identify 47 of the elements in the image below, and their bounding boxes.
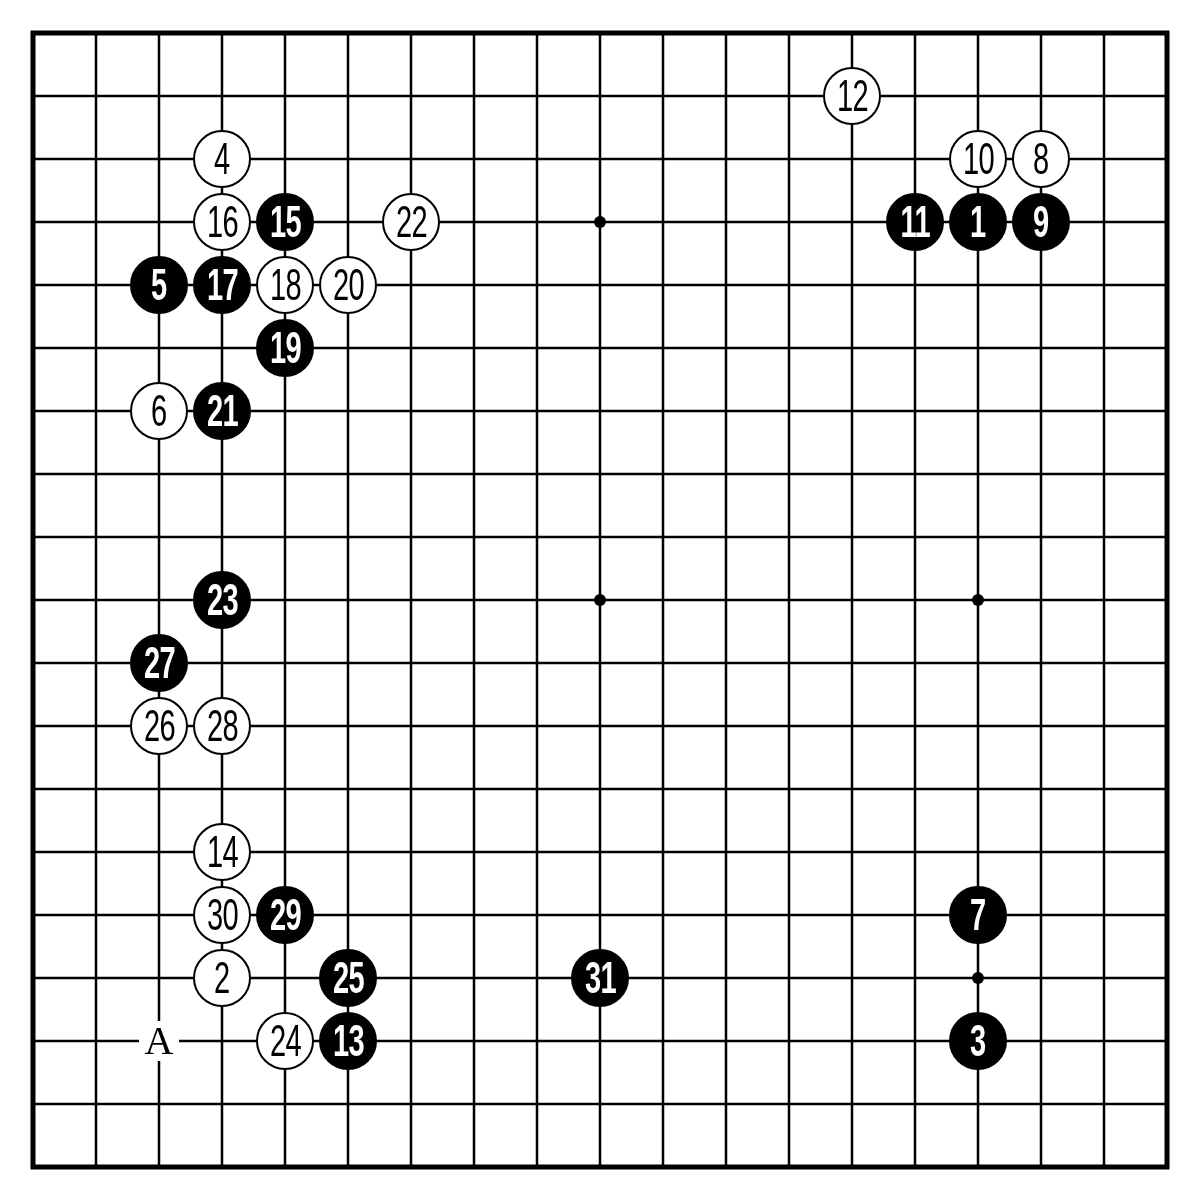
go-stone [256, 256, 314, 314]
move-number: 22 [395, 200, 427, 244]
move-number: 23 [206, 578, 238, 622]
move-number: 6 [151, 389, 167, 433]
go-stone [130, 382, 188, 440]
move-number: 13 [332, 1019, 364, 1063]
move-number: 3 [970, 1019, 986, 1063]
go-stone [256, 1012, 314, 1070]
go-stone [1012, 130, 1070, 188]
go-stone [193, 949, 251, 1007]
move-number: 30 [206, 893, 238, 937]
go-stone [382, 193, 440, 251]
go-stone [823, 67, 881, 125]
move-number: 10 [962, 137, 994, 181]
move-number: 29 [269, 893, 301, 937]
move-number: 18 [269, 263, 301, 307]
move-number: 15 [269, 200, 301, 244]
move-number: 31 [584, 956, 616, 1000]
move-number: 4 [214, 137, 230, 181]
move-number: 9 [1033, 200, 1049, 244]
go-stone [130, 697, 188, 755]
move-number: 21 [206, 389, 238, 433]
move-number: 25 [332, 956, 364, 1000]
move-number: 14 [206, 830, 238, 874]
move-number: 1 [970, 200, 986, 244]
go-stone [193, 193, 251, 251]
move-number: 17 [206, 263, 238, 307]
move-number: 19 [269, 326, 301, 370]
go-stone [193, 697, 251, 755]
move-number: 8 [1033, 137, 1049, 181]
go-stone [193, 823, 251, 881]
go-stone [319, 256, 377, 314]
move-number: 2 [214, 956, 230, 1000]
point-label: A [138, 1021, 180, 1061]
move-number: 5 [151, 263, 167, 307]
move-number: 11 [900, 200, 930, 244]
move-number: 12 [836, 74, 868, 118]
move-number: 20 [332, 263, 364, 307]
move-number: 27 [143, 641, 175, 685]
go-stone [193, 886, 251, 944]
move-number: 26 [143, 704, 175, 748]
move-number: 28 [206, 704, 238, 748]
move-number: 24 [269, 1019, 301, 1063]
move-number: 16 [206, 200, 238, 244]
go-stone [949, 130, 1007, 188]
go-stone [193, 130, 251, 188]
move-number: 7 [970, 893, 986, 937]
